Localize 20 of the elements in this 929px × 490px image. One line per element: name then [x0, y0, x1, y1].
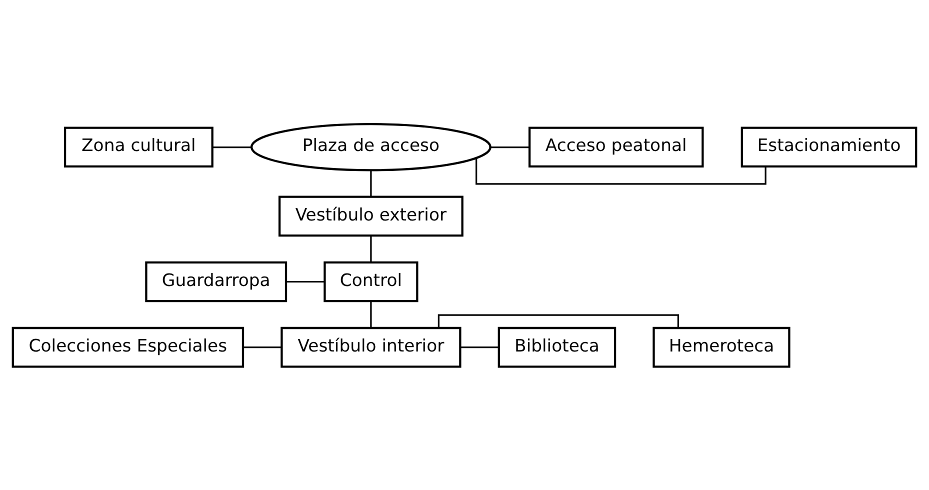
node-ellipse: Plaza de acceso — [250, 122, 492, 171]
node-box: Acceso peatonal — [528, 126, 704, 168]
node-box: Guardarropa — [145, 260, 288, 302]
connector — [286, 280, 325, 282]
connector — [490, 146, 530, 148]
node-box: Zona cultural — [64, 126, 214, 168]
node-box: Hemeroteca — [652, 326, 790, 368]
connector — [370, 300, 372, 328]
connector — [212, 146, 252, 148]
connector — [476, 157, 766, 184]
node-box: Estacionamiento — [740, 126, 918, 168]
node-box: Vestíbulo interior — [280, 326, 462, 368]
node-box: Control — [324, 260, 418, 302]
node-box: Vestíbulo exterior — [278, 195, 464, 236]
node-box: Colecciones Especiales — [12, 326, 244, 368]
connector — [370, 170, 372, 196]
connector — [243, 346, 282, 348]
connector — [370, 235, 372, 262]
connector — [460, 346, 499, 348]
node-box: Biblioteca — [498, 326, 616, 368]
